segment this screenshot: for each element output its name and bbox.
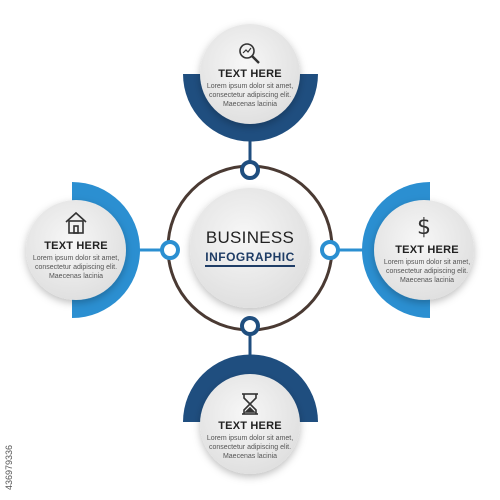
node-top-title: TEXT HERE bbox=[218, 68, 282, 80]
node-right: TEXT HERE Lorem ipsum dolor sit amet, co… bbox=[380, 244, 474, 285]
stock-code: 436979336 bbox=[4, 444, 14, 490]
center-subtitle: INFOGRAPHIC bbox=[205, 250, 295, 267]
node-circle-top bbox=[200, 24, 300, 124]
node-bottom-title: TEXT HERE bbox=[218, 420, 282, 432]
connector-dot-right bbox=[320, 240, 340, 260]
node-circle-bottom bbox=[200, 374, 300, 474]
connector-dot-left bbox=[160, 240, 180, 260]
node-right-description: Lorem ipsum dolor sit amet, consectetur … bbox=[383, 259, 471, 284]
node-left: TEXT HERE Lorem ipsum dolor sit amet, co… bbox=[29, 240, 123, 281]
center-title: BUSINESS bbox=[205, 228, 295, 247]
connector-dot-bottom bbox=[240, 316, 260, 336]
node-left-title: TEXT HERE bbox=[44, 240, 108, 252]
house-icon bbox=[65, 211, 87, 234]
node-bottom-description: Lorem ipsum dolor sit amet, consectetur … bbox=[206, 435, 294, 460]
connector-dot-top bbox=[240, 160, 260, 180]
node-circle-right bbox=[374, 200, 474, 300]
node-top-description: Lorem ipsum dolor sit amet, consectetur … bbox=[206, 83, 294, 108]
svg-text:$: $ bbox=[417, 215, 431, 240]
center-label: BUSINESS INFOGRAPHIC bbox=[190, 228, 310, 267]
magnifier-chart-icon bbox=[239, 43, 260, 64]
node-left-description: Lorem ipsum dolor sit amet, consectetur … bbox=[32, 255, 120, 280]
center-circle bbox=[190, 188, 310, 308]
stock-id: 436979336 bbox=[2, 300, 16, 490]
node-top: TEXT HERE Lorem ipsum dolor sit amet, co… bbox=[203, 68, 297, 109]
node-bottom: TEXT HERE Lorem ipsum dolor sit amet, co… bbox=[203, 420, 297, 461]
node-right-title: TEXT HERE bbox=[395, 244, 459, 256]
dollar-icon: $ bbox=[417, 215, 431, 240]
node-circle-left bbox=[26, 200, 126, 300]
hourglass-icon bbox=[242, 393, 258, 415]
